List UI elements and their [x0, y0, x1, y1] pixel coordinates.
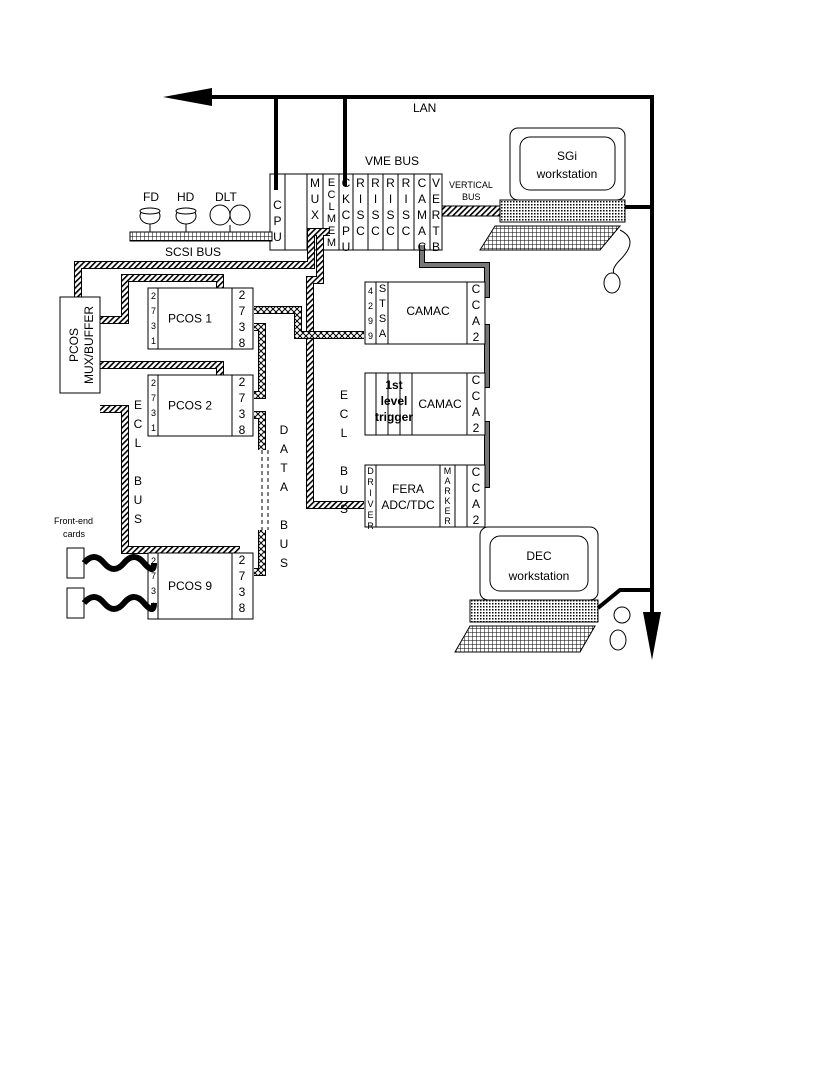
pcos-module: [147, 374, 254, 437]
mux-label-2: MUX/BUFFER: [82, 306, 96, 384]
vme-slot: [322, 173, 340, 251]
camac-crate: [364, 464, 486, 528]
lan-arrow-down-icon: [643, 612, 661, 660]
pcos-mux-buffer: PCOS MUX/BUFFER: [59, 296, 101, 394]
pcos-label: PCOS 2: [168, 399, 212, 413]
trigger-label: level: [381, 394, 408, 408]
trigger-label: trigger: [375, 410, 413, 424]
pcos-module: [147, 552, 254, 620]
lan-arrow-left-icon: [163, 88, 212, 106]
mouse-icon: [603, 272, 621, 294]
vme-slot: [284, 173, 308, 251]
vertical-bus-label-2: BUS: [462, 192, 481, 202]
sgi-label-1: SGi: [557, 149, 577, 163]
hd-drive-icon: [175, 207, 197, 232]
vme-slot: [367, 173, 384, 251]
camac-label: CAMAC: [406, 304, 450, 318]
front-end-label-1: Front-end: [54, 516, 93, 526]
pcos-label: PCOS 1: [168, 312, 212, 326]
dec-label-2: workstation: [508, 569, 570, 583]
sgi-workstation: SGi workstation: [479, 127, 652, 294]
fd-label: FD: [143, 190, 159, 204]
sgi-label-2: workstation: [536, 167, 598, 181]
pcos-label: PCOS 9: [168, 579, 212, 593]
vme-slot: [397, 173, 415, 251]
camac-label: CAMAC: [418, 397, 462, 411]
vertical-bus-label-1: VERTICAL: [449, 180, 493, 190]
vertical-bus: [441, 205, 503, 217]
vme-slot: [413, 173, 431, 251]
scsi-bus: SCSI BUS FD HD DLT: [129, 190, 273, 259]
scsi-bus-label: SCSI BUS: [165, 245, 221, 259]
fd-drive-icon: [139, 207, 161, 232]
vme-slot: [352, 173, 369, 251]
dec-label-1: DEC: [526, 549, 552, 563]
fera-label: FERA: [392, 482, 424, 496]
hd-label: HD: [177, 190, 195, 204]
lan-label: LAN: [413, 101, 436, 115]
front-end-cards: Front-end cards: [54, 516, 157, 619]
adc-tdc-label: ADC/TDC: [381, 498, 435, 512]
front-end-label-2: cards: [63, 529, 86, 539]
dec-workstation: DEC workstation: [454, 526, 652, 653]
vme-slot: [429, 173, 443, 251]
mouse-icon: [609, 629, 627, 651]
dlt-tape-icon: [209, 204, 251, 232]
vme-bus-label: VME BUS: [365, 154, 419, 168]
pcos-module: [147, 287, 254, 350]
vme-slot: [382, 173, 399, 251]
mux-label-1: PCOS: [67, 328, 81, 362]
camac-crate: [364, 372, 486, 436]
keyboard-icon: [479, 225, 622, 251]
keyboard-icon: [454, 625, 596, 653]
dlt-label: DLT: [215, 190, 237, 204]
camac-crate: [364, 281, 486, 345]
trigger-label: 1st: [385, 378, 402, 392]
vme-crate: VME BUS: [269, 97, 443, 251]
